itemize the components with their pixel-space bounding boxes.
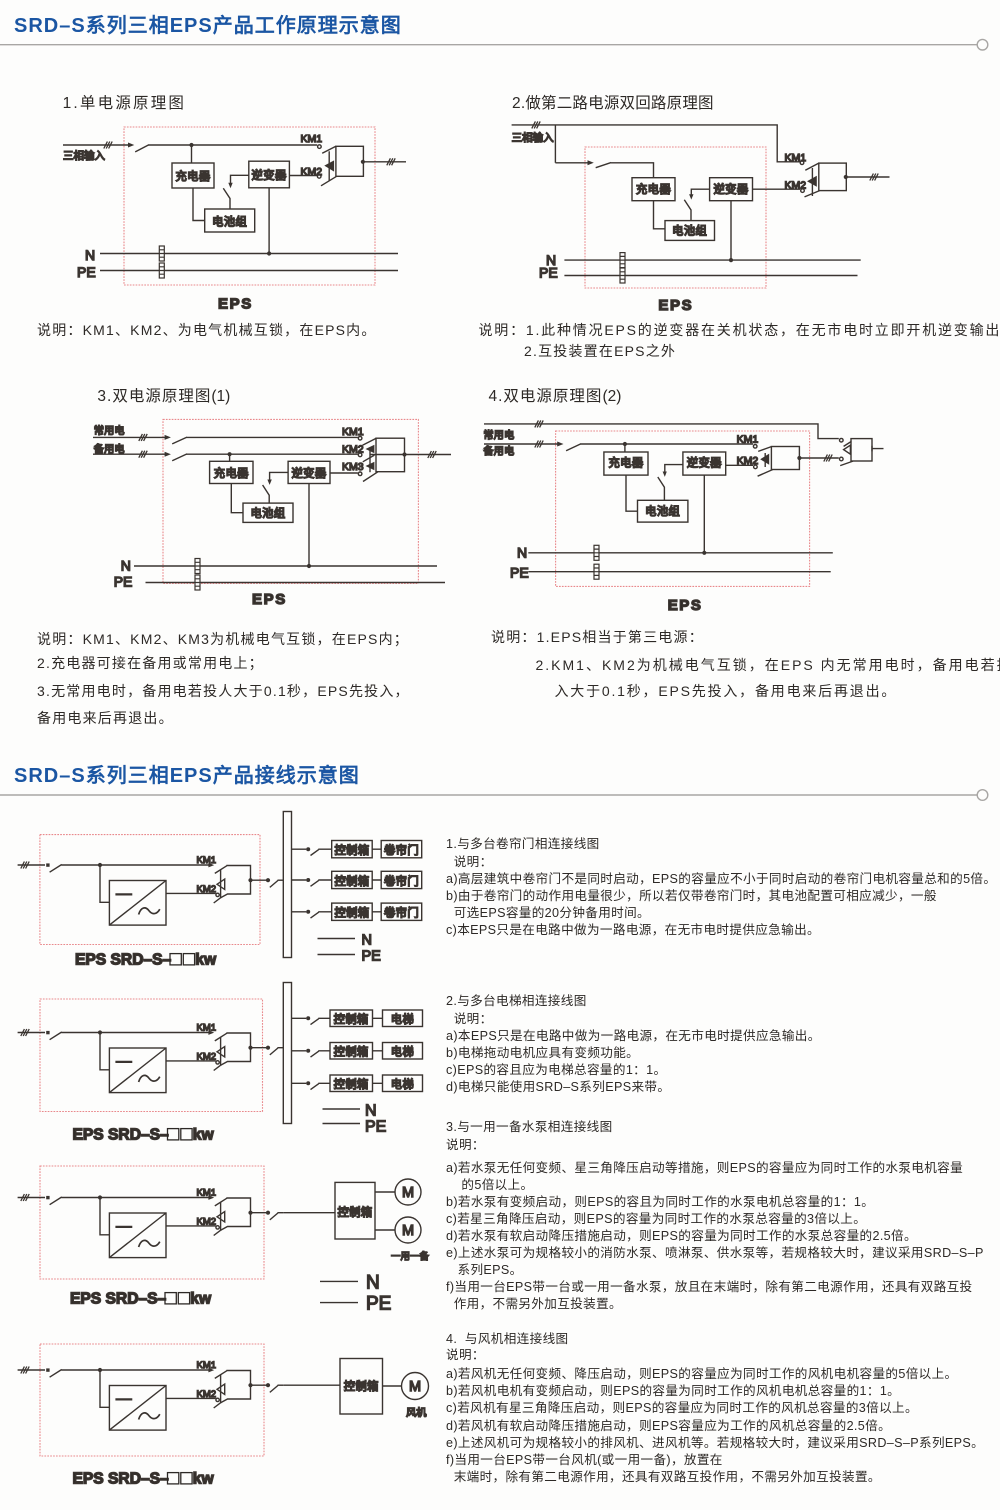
- svg-text:KM2: KM2: [342, 444, 364, 456]
- svg-text:N: N: [85, 247, 95, 263]
- svg-text:电梯: 电梯: [391, 1013, 414, 1026]
- svg-text:备用电: 备用电: [94, 443, 125, 456]
- svg-text:PE: PE: [114, 573, 133, 589]
- svg-text:KM2: KM2: [301, 166, 323, 178]
- svg-text:EPS: EPS: [218, 296, 253, 313]
- svg-text:kw: kw: [193, 1471, 215, 1488]
- svg-text:EPS: EPS: [658, 297, 693, 314]
- svg-text:充电器: 充电器: [608, 455, 643, 469]
- svg-text:逆变器: 逆变器: [252, 168, 287, 182]
- svg-text:卷帘门: 卷帘门: [384, 843, 419, 857]
- svg-text:PE: PE: [77, 264, 96, 280]
- svg-text:N: N: [365, 1102, 377, 1119]
- svg-text:EPS SRD–S–: EPS SRD–S–: [75, 952, 172, 969]
- svg-text:充电器: 充电器: [636, 182, 671, 196]
- svg-text:控制箱: 控制箱: [337, 1205, 372, 1219]
- svg-text:充电器: 充电器: [214, 466, 249, 480]
- svg-text:kw: kw: [195, 952, 217, 969]
- svg-text:kw: kw: [190, 1291, 212, 1308]
- svg-text:逆变器: 逆变器: [713, 182, 748, 196]
- svg-text:KM1: KM1: [301, 133, 323, 145]
- svg-text:控制箱: 控制箱: [334, 1045, 369, 1059]
- svg-text:逆变器: 逆变器: [687, 455, 722, 469]
- svg-text:M: M: [402, 1223, 414, 1239]
- svg-text:N: N: [517, 545, 527, 561]
- svg-text:EPS: EPS: [668, 597, 703, 614]
- svg-text:EPS SRD–S–: EPS SRD–S–: [73, 1471, 170, 1488]
- svg-text:KM2: KM2: [737, 455, 759, 467]
- svg-text:PE: PE: [365, 1118, 386, 1135]
- svg-text:N: N: [121, 557, 131, 573]
- svg-text:N: N: [362, 932, 372, 948]
- svg-text:电池组: 电池组: [212, 215, 247, 229]
- svg-text:卷帘门: 卷帘门: [384, 906, 419, 920]
- svg-text:电梯: 电梯: [391, 1078, 414, 1091]
- svg-text:KM1: KM1: [342, 426, 364, 438]
- svg-text:N: N: [546, 252, 556, 268]
- svg-text:控制箱: 控制箱: [334, 906, 369, 920]
- svg-text:控制箱: 控制箱: [334, 874, 369, 888]
- svg-text:充电器: 充电器: [175, 169, 210, 183]
- svg-text:控制箱: 控制箱: [334, 843, 369, 857]
- svg-text:M: M: [402, 1185, 414, 1201]
- svg-text:一用一备: 一用一备: [391, 1251, 430, 1263]
- svg-text:电池组: 电池组: [672, 224, 707, 238]
- svg-text:备用电: 备用电: [483, 444, 514, 457]
- svg-text:风机: 风机: [406, 1406, 427, 1419]
- svg-text:常用电: 常用电: [94, 424, 125, 437]
- svg-text:kw: kw: [193, 1127, 215, 1144]
- svg-text:控制箱: 控制箱: [334, 1012, 369, 1026]
- svg-text:PE: PE: [510, 564, 529, 580]
- svg-text:控制箱: 控制箱: [334, 1077, 369, 1091]
- svg-text:控制箱: 控制箱: [344, 1379, 379, 1393]
- svg-text:M: M: [409, 1379, 421, 1395]
- svg-text:KM1: KM1: [737, 434, 759, 446]
- svg-text:三相输入: 三相输入: [63, 149, 105, 162]
- svg-text:电梯: 电梯: [391, 1046, 414, 1059]
- svg-text:KM2: KM2: [785, 180, 807, 192]
- svg-text:KM1: KM1: [785, 152, 807, 164]
- svg-text:PE: PE: [539, 265, 558, 281]
- svg-text:EPS SRD–S–: EPS SRD–S–: [73, 1127, 170, 1144]
- svg-text:逆变器: 逆变器: [291, 466, 326, 480]
- svg-text:三相输入: 三相输入: [512, 131, 554, 144]
- svg-text:N: N: [366, 1272, 380, 1293]
- svg-text:EPS SRD–S–: EPS SRD–S–: [70, 1291, 167, 1308]
- svg-text:KM3: KM3: [342, 461, 364, 473]
- svg-text:EPS: EPS: [252, 591, 287, 608]
- svg-text:PE: PE: [362, 948, 382, 964]
- svg-text:卷帘门: 卷帘门: [384, 874, 419, 888]
- svg-text:电池组: 电池组: [250, 506, 285, 520]
- svg-text:常用电: 常用电: [483, 429, 514, 442]
- svg-text:电池组: 电池组: [645, 504, 680, 518]
- svg-text:PE: PE: [366, 1294, 391, 1315]
